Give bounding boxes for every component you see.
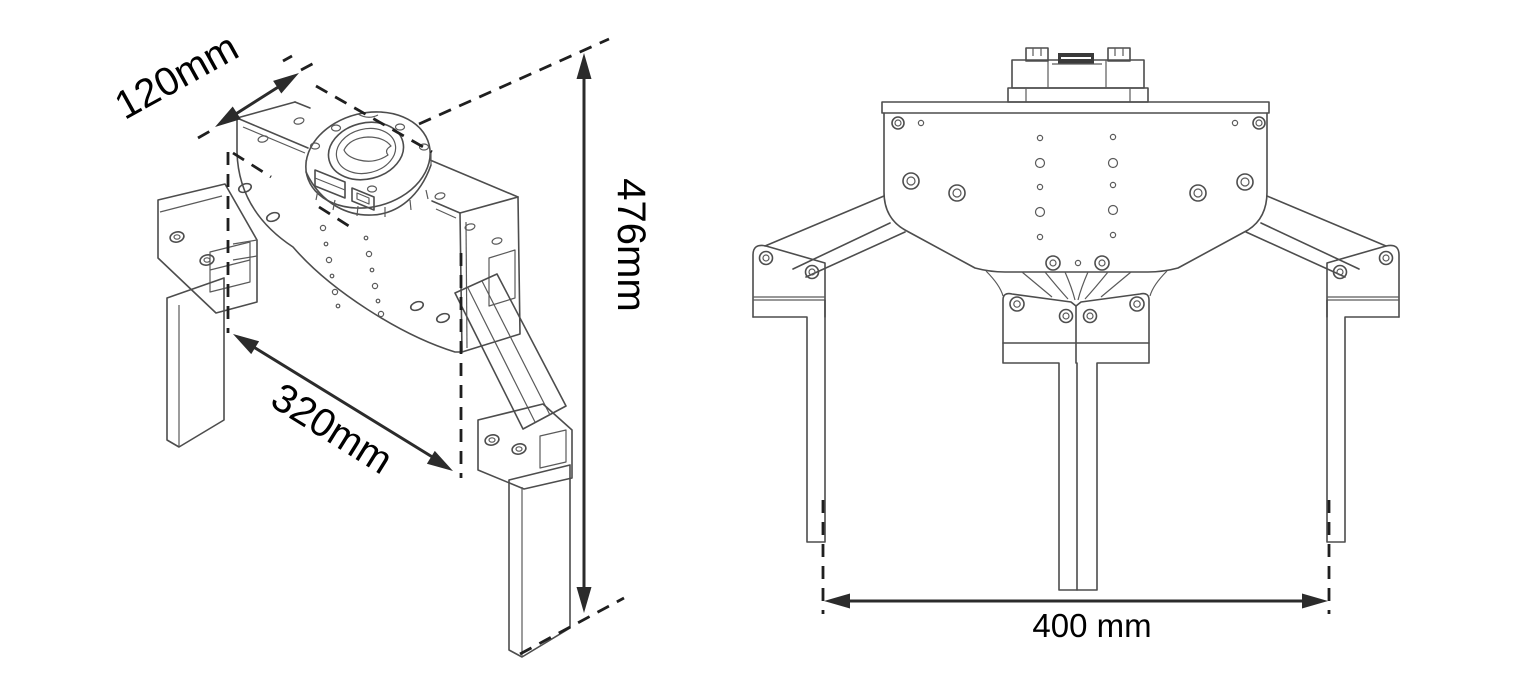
height-dimension-label: 476mm bbox=[609, 178, 653, 311]
hole-column-b bbox=[363, 235, 385, 318]
opening-dimension-label: 400 mm bbox=[1032, 607, 1151, 644]
robot-mount-connector bbox=[1007, 47, 1149, 103]
dimension-320mm: 320mm bbox=[233, 334, 453, 483]
center-finger-assembly bbox=[1002, 292, 1150, 591]
gripper-body-end-cap bbox=[459, 196, 521, 353]
body-plate-holes bbox=[237, 117, 451, 324]
isometric-view: 120mm 320mm 476mm bbox=[108, 25, 653, 658]
depth-dimension-label: 120mm bbox=[108, 25, 246, 128]
gripper-arm bbox=[454, 273, 567, 430]
left-finger-assembly bbox=[157, 183, 258, 448]
front-right-finger-assembly bbox=[1245, 195, 1400, 543]
gripper-body-front-face bbox=[236, 117, 463, 353]
right-finger-assembly bbox=[477, 403, 573, 658]
construction-dashed-lines bbox=[197, 37, 625, 656]
gripper-body-top-face bbox=[236, 101, 519, 219]
center-linkage-fan bbox=[985, 270, 1168, 301]
dimension-120mm: 120mm bbox=[108, 25, 299, 128]
hole-column-a bbox=[319, 224, 341, 309]
dimension-476mm: 476mm bbox=[576, 53, 653, 613]
center-hole-column-left bbox=[1034, 134, 1046, 241]
front-left-finger-assembly bbox=[752, 195, 906, 543]
width-dimension-label: 320mm bbox=[264, 375, 400, 483]
front-view: 400 mm bbox=[752, 47, 1400, 644]
base-plate-holes bbox=[891, 116, 1266, 271]
mounting-flange bbox=[305, 111, 432, 217]
center-hole-column-right bbox=[1107, 133, 1119, 239]
gripper-base-plate bbox=[881, 101, 1270, 273]
dimension-400mm: 400 mm bbox=[821, 500, 1331, 644]
